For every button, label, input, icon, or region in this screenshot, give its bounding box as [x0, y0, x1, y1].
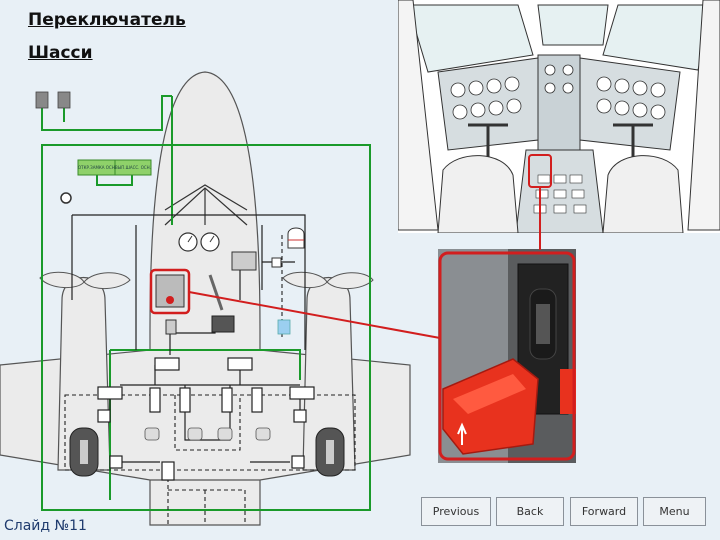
hydraulic-tank — [211, 315, 235, 333]
propeller-left — [39, 271, 131, 289]
indicator-icon — [60, 192, 72, 204]
menu-button[interactable]: Menu — [643, 497, 706, 526]
accumulator — [287, 227, 305, 249]
valve-block — [231, 251, 257, 271]
green-circuit — [41, 95, 371, 511]
switch-1 — [35, 91, 49, 109]
landing-gear-schematic: ОТКР.ЗАМКА ОСН. ВЫП.ШАСС. ОСН. — [0, 71, 411, 526]
previous-button[interactable]: Previous — [421, 497, 491, 526]
forward-button[interactable]: Forward — [570, 497, 638, 526]
switch-closeup-photo — [438, 249, 576, 463]
page-title-line2: Шасси — [28, 43, 93, 63]
signal-panel-right — [114, 159, 152, 176]
switch-2 — [57, 91, 71, 109]
signal-panel-left-label: ОТКР.ЗАМКА ОСН. — [78, 165, 116, 170]
blue-fitting — [277, 319, 291, 335]
page-title-line1: Переключатель — [28, 10, 186, 30]
back-button[interactable]: Back — [496, 497, 564, 526]
signal-panel-right-label: ВЫП.ШАСС. ОСН. — [115, 165, 151, 170]
cockpit-illustration — [398, 0, 720, 233]
slide-number-label: Слайд №11 — [4, 518, 87, 534]
